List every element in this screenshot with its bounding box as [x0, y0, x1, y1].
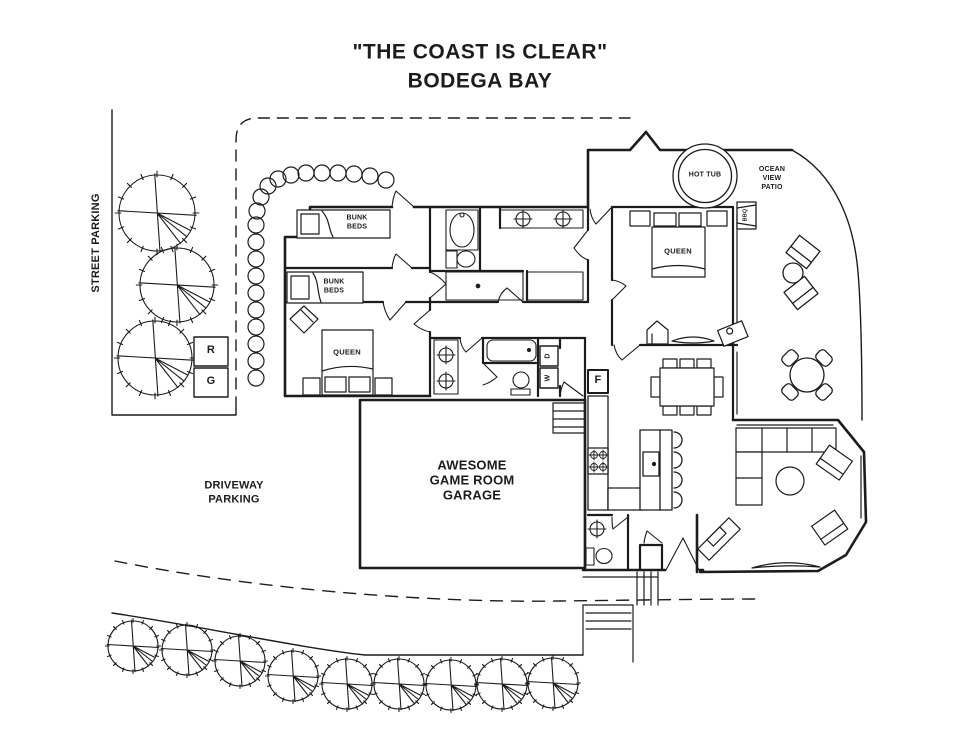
dryer-label: D [544, 353, 552, 359]
lounge-chair-1 [785, 234, 821, 270]
living-room-walls [695, 418, 868, 574]
bath-fixtures [433, 209, 613, 566]
ocean-view-patio-label: OCEAN VIEW PATIO [758, 165, 786, 191]
laundry [539, 345, 559, 389]
street-parking-label: STREET PARKING [90, 193, 103, 293]
stove-burners [588, 449, 609, 473]
master-queen-label: QUEEN [664, 246, 692, 256]
window-seat [751, 562, 821, 569]
armchair-2 [811, 509, 849, 546]
bunk-bed-1 [296, 209, 391, 239]
bunk-beds-1-label: BUNK BEDS [346, 214, 368, 230]
stairs [552, 402, 659, 663]
patio-round-table [789, 357, 825, 393]
bottom-trees [105, 618, 581, 713]
queen-1-label: QUEEN [333, 347, 361, 357]
shrub-row [247, 164, 395, 387]
hot-tub-label: HOT TUB [688, 171, 722, 179]
armchair-1 [815, 444, 853, 481]
powder-room [585, 519, 613, 566]
doors [382, 190, 700, 571]
lounge-chair-2 [783, 275, 819, 311]
furniture-bedrooms [286, 209, 749, 396]
dining-table [659, 367, 715, 407]
furniture-dining [650, 358, 724, 416]
property-line-dashed [235, 117, 631, 409]
island-sink [642, 451, 660, 477]
fridge-label: F [594, 374, 602, 387]
patio-features [672, 143, 833, 401]
bbq-label: BBQ [742, 208, 749, 222]
furniture-living [697, 427, 853, 569]
site-boundaries [111, 109, 758, 656]
marker-g-box [193, 367, 229, 398]
patio-edge [791, 149, 863, 421]
marker-r-box [193, 336, 229, 367]
marker-r-label: R [206, 344, 216, 357]
bar-stools [673, 431, 683, 509]
corner-chair [289, 305, 319, 334]
bbq-grill [736, 201, 757, 230]
counter-bottom [607, 487, 644, 511]
driveway-parking-label: DRIVEWAY PARKING [204, 479, 264, 505]
utility-markers [193, 336, 229, 398]
master-accessories [646, 320, 749, 347]
dryer-box [539, 345, 559, 367]
fridge-box [587, 369, 609, 394]
sectional-sofa [735, 427, 837, 506]
fireplace [697, 517, 741, 561]
marker-g-label: G [206, 375, 216, 388]
master-queen-bed [629, 210, 728, 278]
bunk-bed-2 [286, 271, 364, 304]
kitchen-fixtures [587, 369, 683, 511]
desk [716, 320, 749, 347]
washer-label: W [544, 374, 552, 382]
bath2 [433, 339, 537, 396]
washer-box [539, 367, 559, 389]
game-room-label: AWESOME GAME ROOM GARAGE [429, 457, 515, 503]
coffee-table [775, 466, 805, 496]
side-table [782, 262, 804, 284]
street-edge [111, 109, 237, 416]
patio-table-set [781, 349, 833, 401]
bath1 [445, 209, 584, 301]
slope-line [111, 612, 584, 656]
queen-bed-1 [289, 305, 393, 396]
driveway-line-dashed [114, 560, 758, 602]
bunk-beds-2-label: BUNK BEDS [323, 278, 345, 294]
plan-title: "THE COAST IS CLEAR" BODEGA BAY [352, 40, 608, 93]
